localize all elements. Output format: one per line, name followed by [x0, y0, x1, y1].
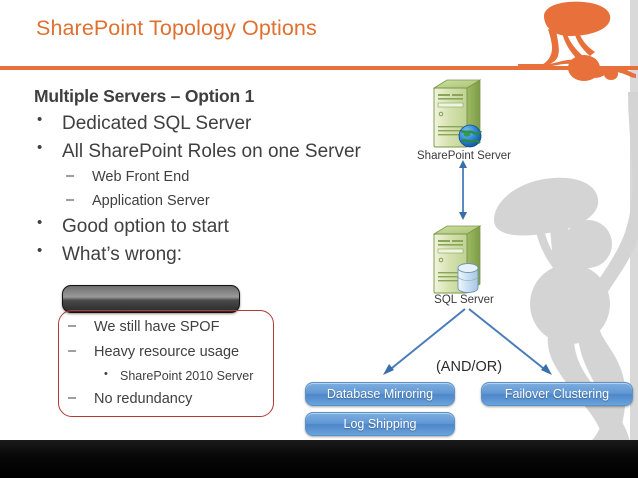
list-item: • Good option to start: [34, 214, 414, 238]
list-item: – Web Front End: [34, 168, 414, 186]
list-item: • SharePoint 2010 Server: [68, 367, 268, 384]
bullet-marker-icon: •: [37, 111, 43, 128]
dash-marker-icon: –: [68, 389, 77, 406]
list-item: – No redundancy: [68, 389, 268, 408]
option-label: Database Mirroring: [326, 387, 434, 401]
callout-box: [58, 310, 274, 417]
mushroom-tree-logo-icon: [518, 1, 636, 81]
list-item-label: Application Server: [92, 192, 210, 209]
connector-label-andor: (AND/OR): [435, 359, 503, 375]
bullet-marker-icon: •: [104, 367, 108, 380]
list-item: • Dedicated SQL Server: [34, 111, 414, 135]
list-item: • All SharePoint Roles on one Server: [34, 139, 414, 163]
option-failover-clustering[interactable]: Failover Clustering: [481, 382, 633, 406]
list-item-label: SharePoint 2010 Server: [120, 368, 254, 383]
server-globe-icon: [432, 79, 483, 148]
list-item: – We still have SPOF: [68, 318, 268, 336]
dash-marker-icon: –: [66, 168, 75, 185]
list-item: – Application Server: [34, 191, 414, 210]
list-item-label: Dedicated SQL Server: [62, 113, 252, 134]
list-item-label: All SharePoint Roles on one Server: [62, 141, 361, 163]
option-label: Log Shipping: [343, 417, 417, 431]
list-item-label: What’s wrong:: [62, 244, 183, 266]
node-label-sql-server: SQL Server: [434, 294, 494, 306]
bullet-marker-icon: •: [37, 139, 43, 157]
dash-marker-icon: –: [66, 191, 75, 208]
option-label: Failover Clustering: [504, 387, 610, 401]
list-item: • What’s wrong:: [34, 242, 414, 266]
page-title: SharePoint Topology Options: [36, 16, 317, 40]
list-item-label: Web Front End: [92, 169, 190, 186]
dash-marker-icon: –: [68, 343, 77, 360]
bidirectional-connector: [459, 160, 467, 220]
callout-list: – We still have SPOF – Heavy resource us…: [68, 316, 268, 408]
server-database-icon: [432, 225, 482, 294]
list-item-label: Heavy resource usage: [94, 344, 240, 361]
list-item-label: No redundancy: [94, 390, 193, 407]
bullet-lead: Multiple Servers – Option 1: [34, 86, 255, 106]
bullet-marker-icon: •: [37, 214, 43, 232]
redaction-bar: [62, 285, 240, 313]
bullet-marker-icon: •: [37, 242, 43, 260]
list-item: – Heavy resource usage: [68, 343, 268, 361]
node-label-sharepoint-server: SharePoint Server: [417, 150, 511, 162]
bullet-list: Multiple Servers – Option 1 • Dedicated …: [34, 86, 414, 266]
dash-marker-icon: –: [68, 318, 77, 334]
list-item-label: We still have SPOF: [94, 319, 220, 335]
list-item-label: Good option to start: [62, 216, 229, 238]
option-database-mirroring[interactable]: Database Mirroring: [305, 382, 455, 406]
footer-bar: [0, 440, 638, 478]
header-divider: [0, 66, 638, 70]
option-log-shipping[interactable]: Log Shipping: [305, 412, 455, 436]
